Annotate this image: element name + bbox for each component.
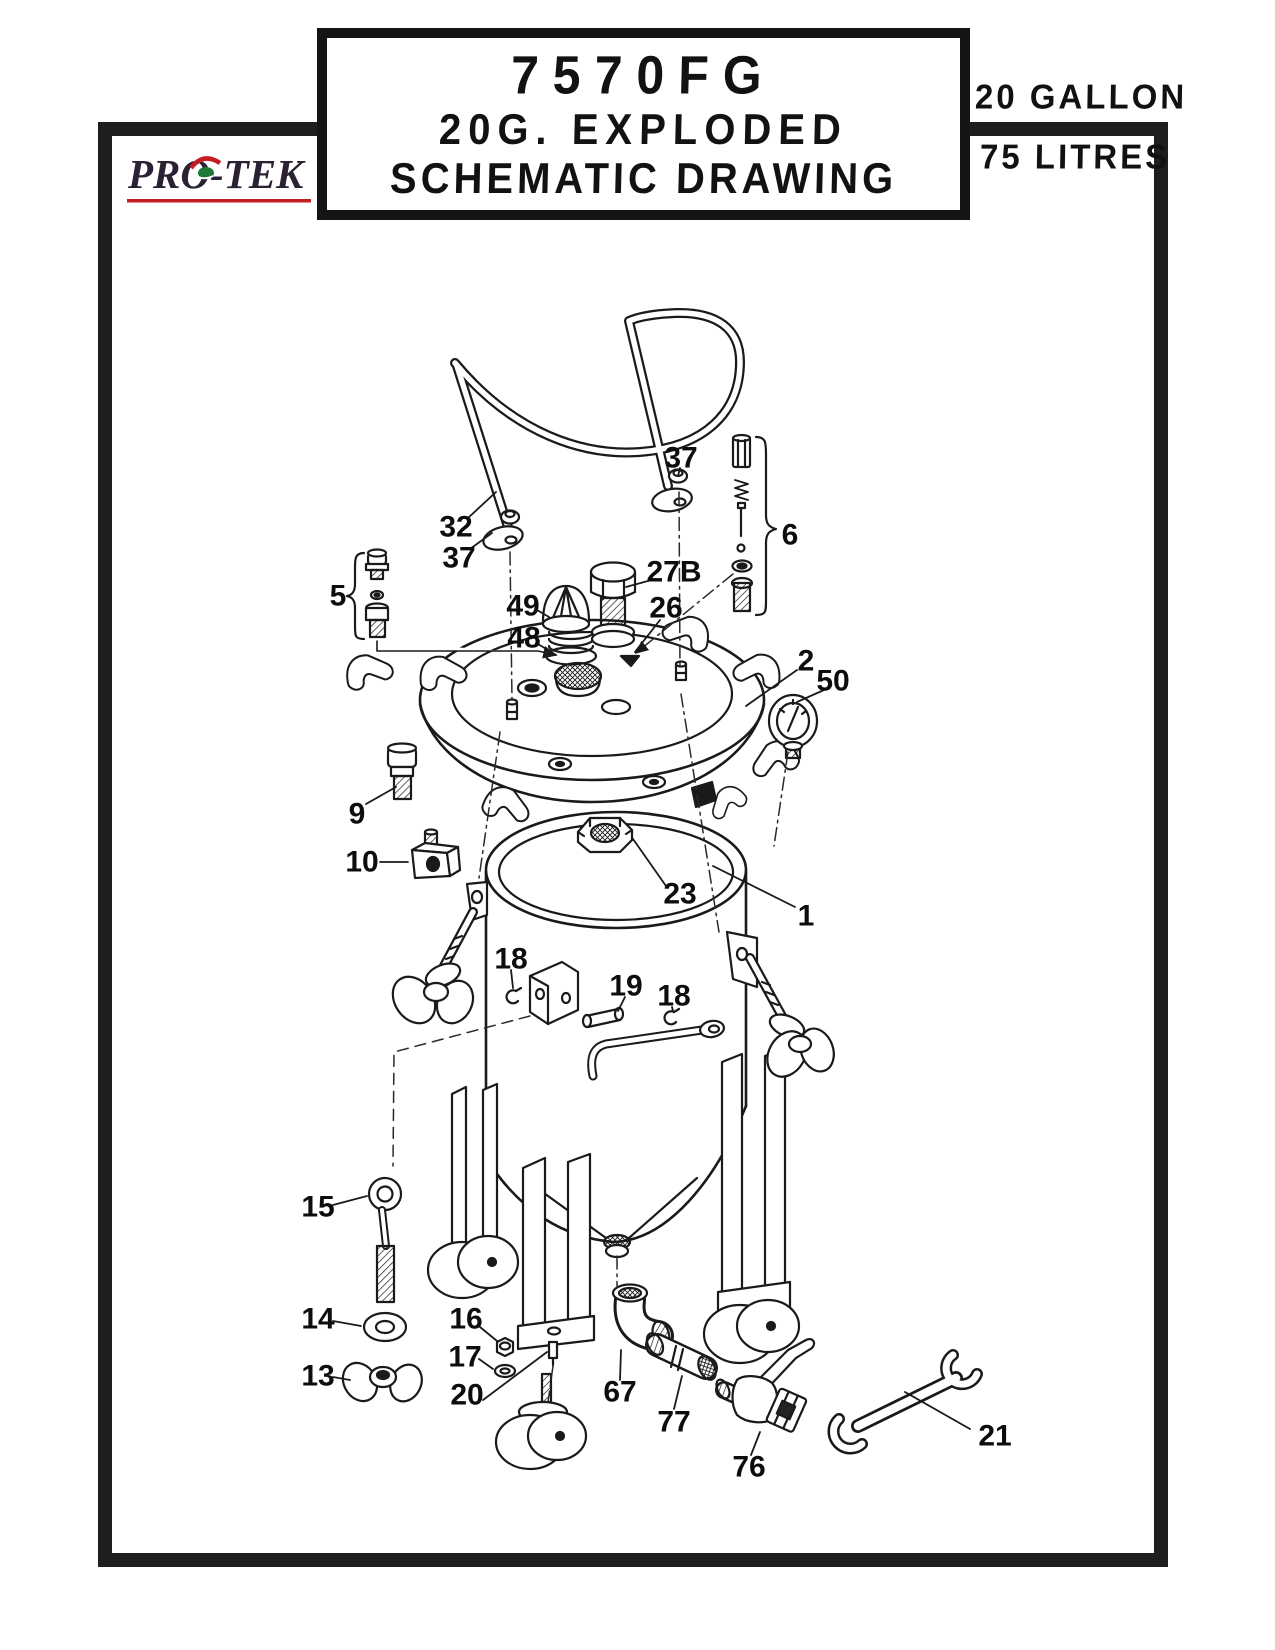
relief-valve-kit [345, 548, 558, 659]
part-label-6: 6 [782, 519, 799, 552]
brand-logo: PRO-TEK [127, 150, 322, 208]
nipple-77 [645, 1332, 718, 1381]
lid-gasket-wedge [690, 780, 718, 809]
part-label-77: 77 [657, 1406, 690, 1439]
caster-right [702, 1298, 801, 1365]
part-label-14: 14 [301, 1303, 335, 1336]
eye-bolt-15 [367, 1176, 403, 1304]
tank-lid [343, 612, 805, 838]
part-label-76: 76 [732, 1451, 765, 1484]
logo-swoosh-green [198, 167, 214, 179]
leader-lines [332, 467, 971, 1456]
pressure-gauge [767, 693, 819, 760]
title-box: 7570FG 20G. EXPLODED SCHEMATIC DRAWING [317, 28, 970, 220]
lid-center-hole [600, 698, 632, 716]
lid-mesh-port [553, 661, 603, 691]
cross-fitting-10 [410, 828, 462, 880]
part-label-15: 15 [301, 1191, 334, 1224]
tank-lug-right [725, 930, 759, 989]
safety-valve-kit [730, 433, 778, 617]
model-number: 7570FG [510, 44, 777, 106]
part-label-20: 20 [450, 1379, 483, 1412]
agitator-rod [587, 1019, 725, 1081]
tank-top-nut [576, 816, 634, 854]
tank-body [484, 810, 748, 1259]
wing-clamp-right [745, 953, 835, 1078]
washer-14 [362, 1311, 408, 1343]
part-label-37-left: 37 [442, 542, 475, 575]
logo-swoosh-red [189, 156, 222, 170]
caster-20 [494, 1372, 588, 1471]
leg-front [516, 1152, 596, 1367]
logo-text: PRO-TEK [127, 151, 306, 197]
retaining-clip-left [505, 986, 523, 1005]
part-label-1: 1 [798, 900, 815, 933]
wing-clamp-left [391, 907, 478, 1025]
title-line-3: SCHEMATIC DRAWING [389, 155, 898, 203]
part-label-23: 23 [663, 878, 696, 911]
capacity-gallons: 20 GALLON [974, 77, 1188, 116]
part-labels: 37 32 37 5 6 49 48 27B 26 2 50 9 10 23 1… [301, 442, 1011, 1484]
part-label-37-top: 37 [664, 442, 697, 475]
handle-foot-right [651, 468, 693, 513]
washer-17 [493, 1363, 517, 1379]
nut-16 [495, 1336, 515, 1358]
hex-plug [589, 561, 637, 649]
title-line-2: 20G. EXPLODED [438, 106, 849, 154]
part-label-18-right: 18 [657, 980, 690, 1013]
logo-underline [127, 199, 311, 203]
pivot-bracket [528, 960, 580, 1026]
part-label-19: 19 [609, 970, 642, 1003]
part-label-13: 13 [301, 1360, 334, 1393]
part-label-49: 49 [506, 590, 539, 623]
clevis-pin [581, 1006, 625, 1029]
handle-foot-left [482, 509, 524, 551]
part-label-9: 9 [349, 798, 366, 831]
bracket-6 [754, 435, 778, 617]
part-label-27B: 27B [646, 556, 701, 589]
lid-handle [450, 307, 745, 532]
lid-bolt-left [505, 698, 519, 721]
alignment-lines [392, 491, 789, 1403]
wing-nut-13 [341, 1361, 423, 1403]
part-label-26: 26 [649, 592, 682, 625]
part-label-5: 5 [330, 580, 347, 613]
part-label-16: 16 [449, 1303, 482, 1336]
retaining-clip-right [663, 1007, 681, 1026]
safety-valve-port [619, 654, 641, 668]
wrench-21 [827, 1349, 983, 1455]
part-label-21: 21 [978, 1420, 1011, 1453]
lid-bolt-right [674, 660, 688, 682]
part-label-50: 50 [816, 665, 849, 698]
part-label-32: 32 [439, 511, 472, 544]
part-label-17: 17 [448, 1341, 481, 1374]
part-label-2: 2 [798, 645, 815, 678]
part-label-18-left: 18 [494, 943, 527, 976]
part-label-48: 48 [507, 622, 540, 655]
leg-right [716, 1046, 792, 1318]
caster-left [426, 1234, 520, 1300]
part-label-67: 67 [603, 1376, 636, 1409]
capacity-litres: 75 LITRES [979, 137, 1171, 176]
plug-fitting-9 [386, 742, 418, 801]
bracket-5 [345, 551, 366, 641]
part-label-10: 10 [345, 846, 378, 879]
breather-dome [541, 584, 591, 634]
ball-valve-76 [715, 1338, 816, 1433]
